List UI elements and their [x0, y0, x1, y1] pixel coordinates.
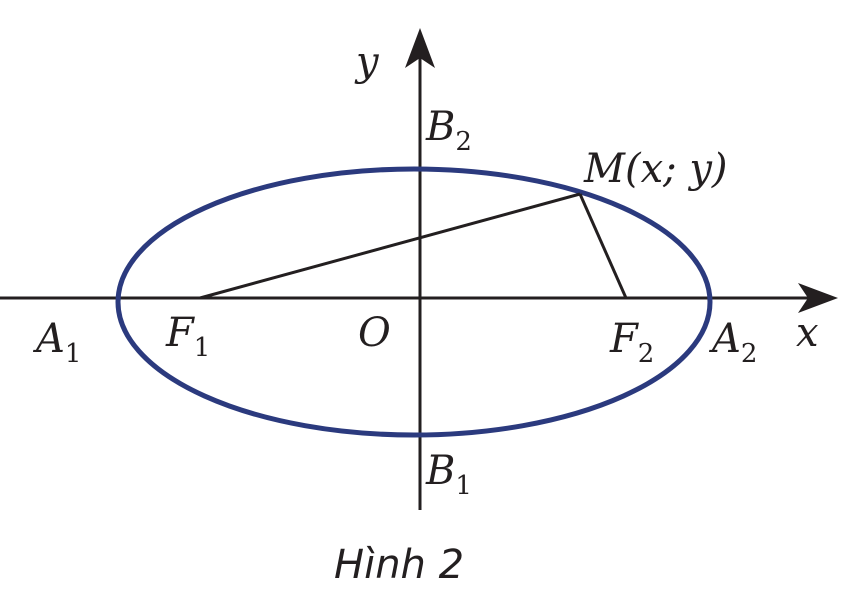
y-axis-arrowhead [405, 28, 435, 68]
origin-label: O [358, 310, 391, 356]
label-f2: F2 [609, 316, 654, 369]
y-axis-label: y [354, 39, 380, 85]
ellipse-curve [115, 166, 713, 438]
label-a1: A1 [32, 316, 81, 369]
x-axis-label: x [796, 310, 819, 356]
label-b2: B2 [425, 104, 472, 157]
label-a2: A2 [708, 316, 757, 369]
segment-m-f2 [578, 193, 628, 299]
label-b1: B1 [425, 448, 472, 501]
label-f1: F1 [165, 310, 210, 363]
figure-caption: Hình 2 [334, 542, 464, 588]
segment-f1-m [199, 192, 581, 300]
x-axis-arrowhead [798, 283, 838, 313]
label-m: M(x; y) [583, 146, 728, 192]
